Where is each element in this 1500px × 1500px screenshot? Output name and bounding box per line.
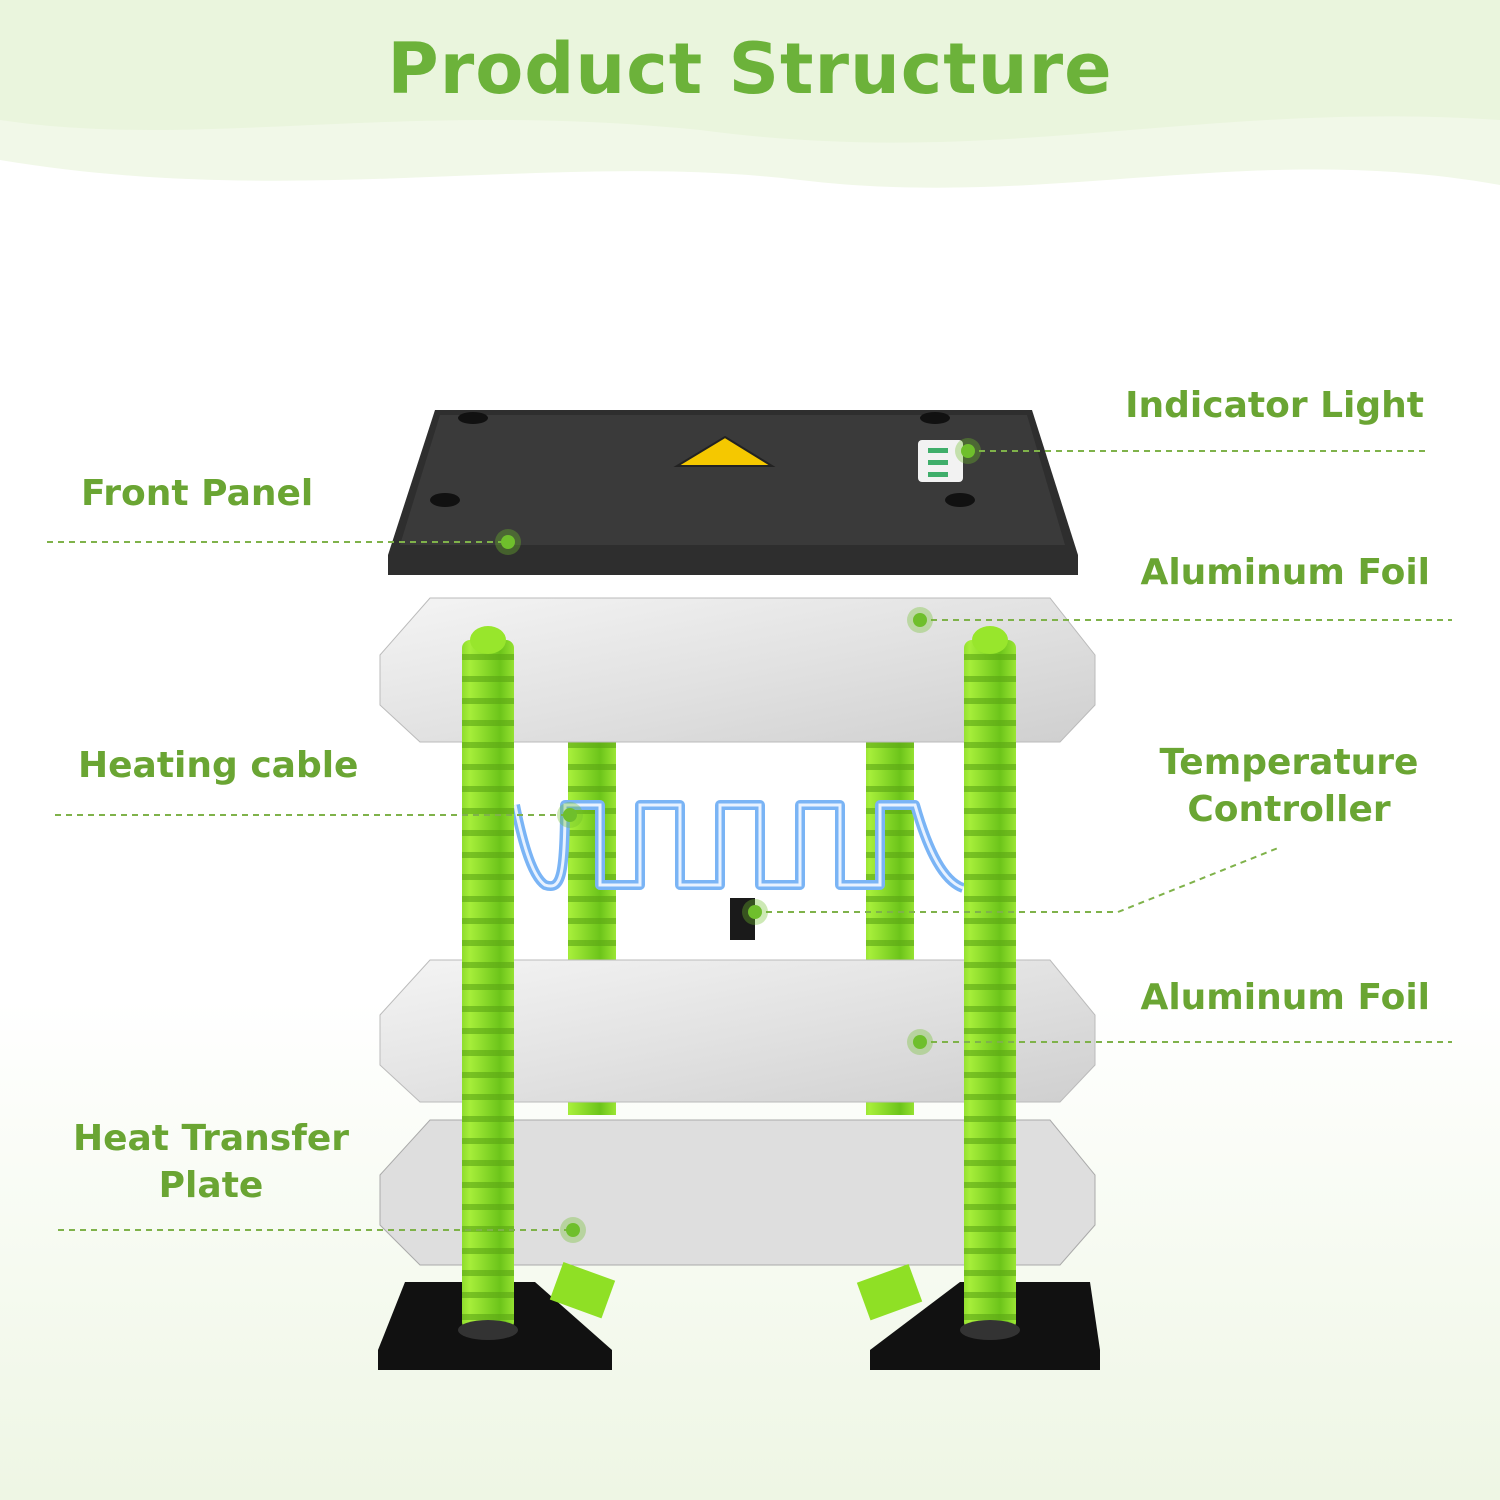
warning-label-icon (673, 435, 776, 467)
label-heat-transfer-plate-line1: Heat Transfer (72, 1118, 350, 1159)
label-heating-cable: Heating cable (78, 745, 359, 786)
label-aluminum-foil-bottom: Aluminum Foil (1140, 977, 1430, 1018)
heat-transfer-plate (379, 1119, 1096, 1266)
front-post-right (964, 640, 1016, 1330)
front-post-left (462, 640, 514, 1330)
temperature-controller (730, 898, 755, 940)
label-aluminum-foil-top: Aluminum Foil (1140, 552, 1430, 593)
label-indicator-light: Indicator Light (1125, 385, 1424, 426)
label-temperature-controller: Temperature Controller (1139, 739, 1439, 833)
leader-dots (495, 438, 981, 1243)
label-front-panel: Front Panel (81, 473, 314, 514)
label-heat-transfer-plate: Heat Transfer Plate (61, 1115, 361, 1209)
label-temperature-controller-line1: Temperature (1159, 742, 1419, 783)
aluminum-foil-bottom (379, 959, 1096, 1103)
label-heat-transfer-plate-line2: Plate (158, 1165, 264, 1206)
label-temperature-controller-line2: Controller (1187, 789, 1391, 830)
clip-left (549, 1261, 616, 1319)
aluminum-foil-top (379, 597, 1096, 743)
leader-lines (47, 450, 1452, 1231)
page-title: Product Structure (387, 28, 1113, 110)
background-wave-top-2 (0, 0, 1500, 143)
clip-right (856, 1263, 923, 1321)
